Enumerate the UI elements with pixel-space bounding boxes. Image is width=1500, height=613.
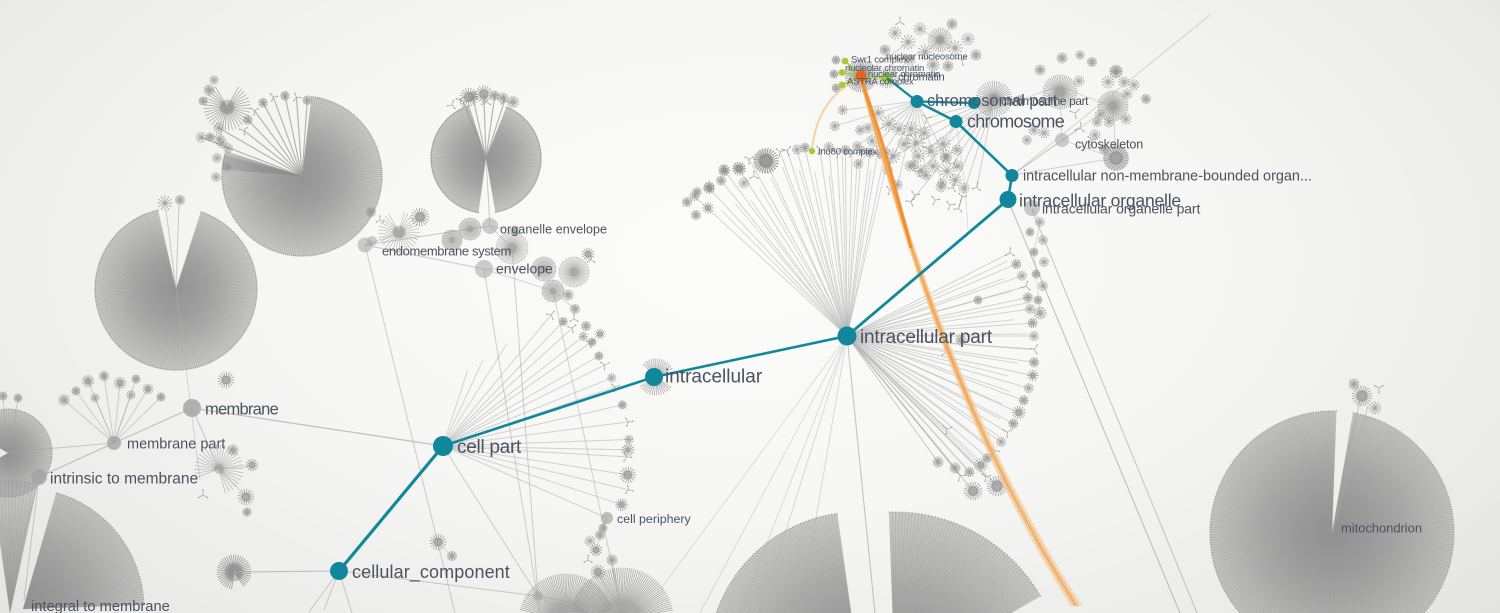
svg-text:membrane: membrane [205,401,279,419]
svg-text:Ino80 complex: Ino80 complex [818,147,878,158]
svg-text:envelope: envelope [496,261,553,277]
svg-text:intrinsic to membrane: intrinsic to membrane [50,471,198,488]
svg-text:organelle envelope: organelle envelope [500,223,607,237]
svg-text:nucleolar chromatin: nucleolar chromatin [845,63,924,74]
svg-text:chromatin: chromatin [898,72,945,84]
svg-text:integral to membrane: integral to membrane [31,599,170,613]
svg-text:cytoskeleton: cytoskeleton [1075,138,1143,152]
svg-text:mitochondrion: mitochondrion [1341,521,1422,536]
svg-text:intracellular part: intracellular part [860,327,993,348]
svg-text:intracellular organelle: intracellular organelle [1019,191,1181,211]
svg-text:nuclear nucleosome: nuclear nucleosome [886,52,967,63]
svg-text:chromosome part: chromosome part [1001,94,1089,108]
svg-text:cellular_component: cellular_component [352,562,510,583]
svg-text:nuclear chromatin: nuclear chromatin [868,69,940,80]
svg-text:chromosomal part: chromosomal part [927,92,1058,110]
svg-text:intracellular organelle part: intracellular organelle part [1042,201,1200,217]
svg-text:membrane part: membrane part [127,437,225,453]
svg-text:intracellular: intracellular [665,367,763,388]
svg-text:endomembrane system: endomembrane system [382,244,511,259]
svg-text:Swr1 complex: Swr1 complex [851,55,909,66]
svg-text:ASTRA complex: ASTRA complex [847,77,914,88]
svg-text:intracellular non-membrane-bou: intracellular non-membrane-bounded organ… [1023,169,1312,185]
svg-text:cell part: cell part [457,437,522,458]
svg-text:cell periphery: cell periphery [617,512,691,526]
svg-text:chromosome: chromosome [967,112,1065,132]
